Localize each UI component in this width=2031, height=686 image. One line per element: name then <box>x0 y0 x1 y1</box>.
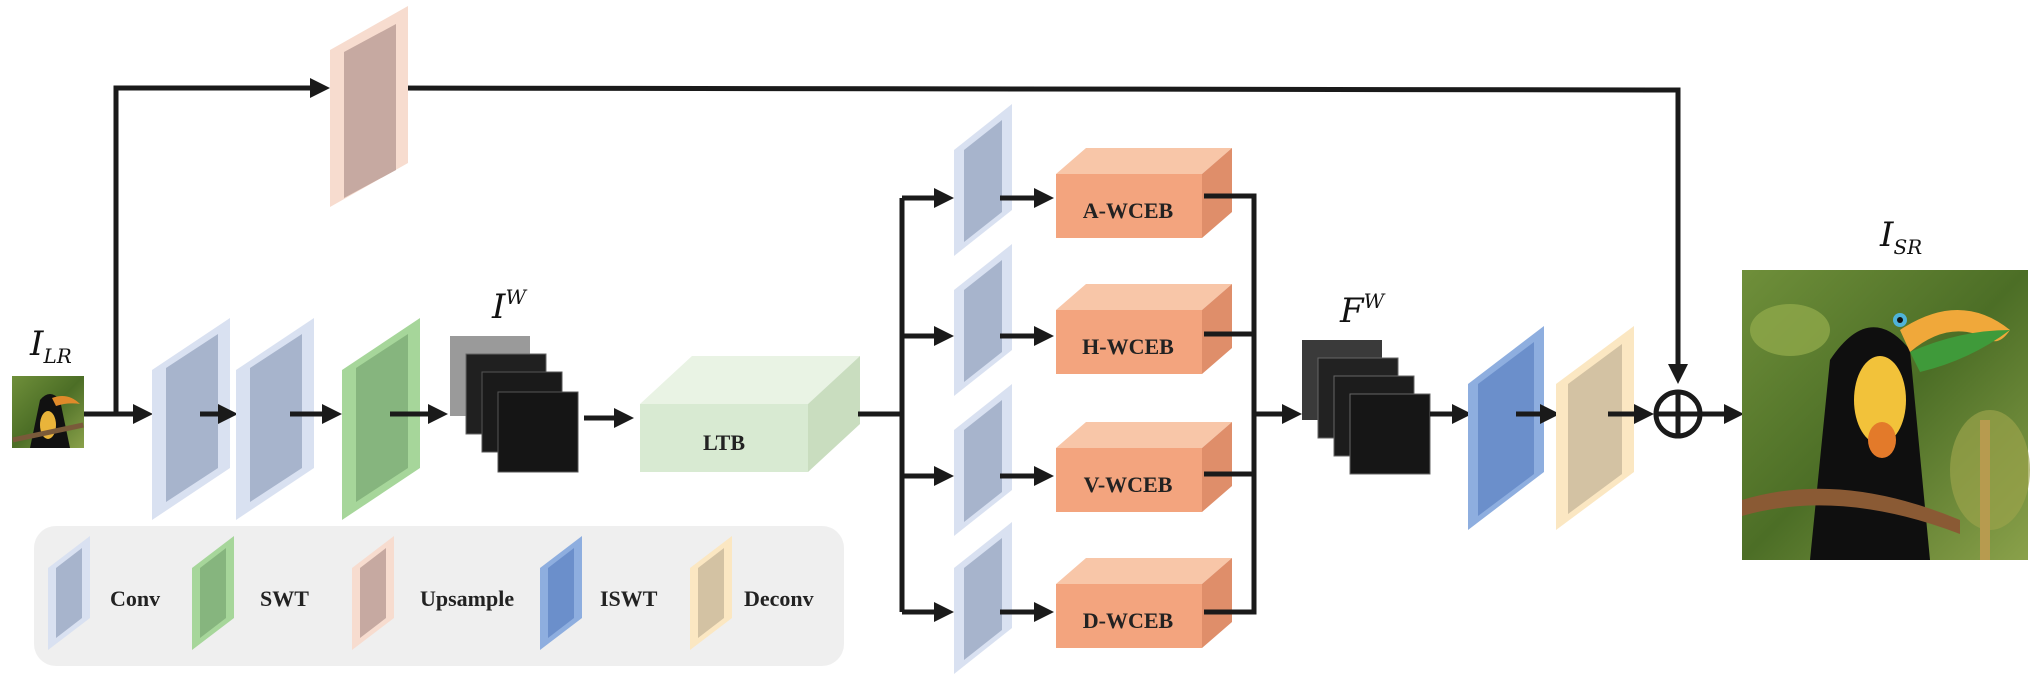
iswt-block <box>1468 326 1544 530</box>
wceb-block-a <box>1056 148 1232 238</box>
ltb-block <box>640 356 860 472</box>
wceb-block-h <box>1056 284 1232 374</box>
legend-label-conv: Conv <box>110 586 160 611</box>
conv-block-1 <box>152 318 230 520</box>
ltb-label: LTB <box>703 430 745 455</box>
legend-label-upsample: Upsample <box>420 586 514 611</box>
legend: Conv SWT Upsample ISWT Deconv <box>34 526 844 666</box>
sum-node <box>1653 389 1703 439</box>
wceb-label-v: V-WCEB <box>1084 472 1173 497</box>
input-image-lr <box>12 376 84 448</box>
conv-branch-h <box>954 244 1012 396</box>
arrow-upsample-sum <box>377 85 1688 384</box>
arrow-skip-upsample <box>113 78 330 414</box>
output-image-sr <box>1742 270 2030 560</box>
merge-outer-line <box>1204 193 1257 615</box>
wceb-label-h: H-WCEB <box>1082 334 1174 359</box>
legend-label-deconv: Deconv <box>744 586 814 611</box>
fw-feature-maps <box>1302 340 1431 475</box>
legend-label-iswt: ISWT <box>600 586 658 611</box>
iw-feature-maps <box>450 336 579 473</box>
legend-item-conv: Conv <box>48 536 160 650</box>
wceb-block-d <box>1056 558 1232 648</box>
legend-item-iswt: ISWT <box>540 536 658 650</box>
iw-label: IW <box>491 285 527 327</box>
wceb-block-v <box>1056 422 1232 512</box>
sr-label: ISR <box>1879 215 1922 259</box>
conv-branch-v <box>954 384 1012 536</box>
legend-item-swt: SWT <box>192 536 309 650</box>
conv-branch-a <box>954 104 1012 256</box>
conv-block-2 <box>236 318 314 520</box>
wceb-label-d: D-WCEB <box>1083 608 1174 633</box>
legend-label-swt: SWT <box>260 586 309 611</box>
deconv-block <box>1556 326 1634 530</box>
lr-label: ILR <box>29 324 72 368</box>
legend-item-upsample: Upsample <box>352 536 514 650</box>
fw-label: FW <box>1339 289 1386 331</box>
swt-block <box>342 318 420 520</box>
conv-branch-d <box>954 522 1012 674</box>
legend-item-deconv: Deconv <box>690 536 814 650</box>
upsample-block <box>330 6 408 207</box>
wceb-label-a: A-WCEB <box>1083 198 1174 223</box>
